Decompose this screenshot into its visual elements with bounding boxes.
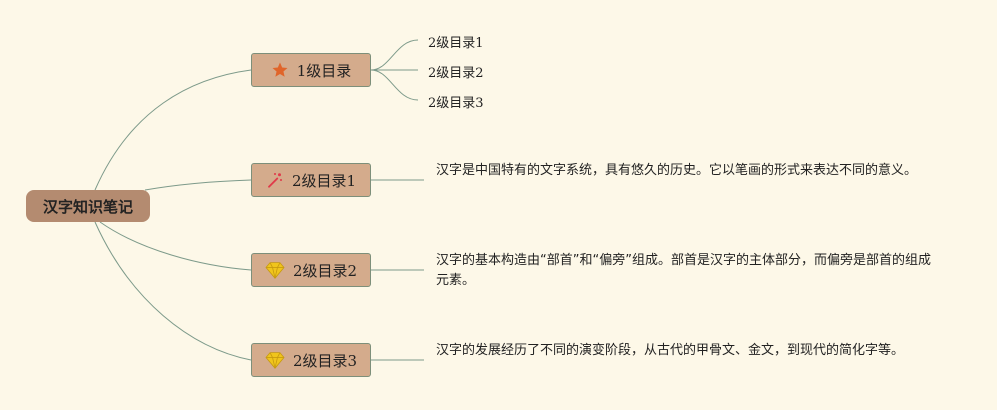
star-icon	[272, 62, 288, 77]
topic-4-label: 2级目录3	[292, 351, 358, 370]
connector-root-topic-1	[94, 69, 252, 191]
topic-3-label: 2级目录2	[292, 261, 358, 280]
diamond-icon	[265, 352, 285, 369]
subtopic-3[interactable]: 2级目录3	[428, 96, 484, 111]
topic-2[interactable]: 2级目录1	[251, 163, 371, 197]
note-topic-2: 汉字是中国特有的文字系统，具有悠久的历史。它以笔画的形式来表达不同的意义。	[436, 163, 918, 178]
topic-2-label: 2级目录1	[291, 171, 357, 190]
topic-1-label: 1级目录	[296, 61, 352, 80]
connector-topic-1-sub-3	[370, 69, 419, 101]
root-topic-label: 汉字知识笔记	[42, 197, 133, 216]
note-topic-4: 汉字的发展经历了不同的演变阶段，从古代的甲骨文、金文，到现代的简化字等。	[436, 343, 905, 358]
connector-root-topic-3	[99, 221, 252, 271]
topic-4[interactable]: 2级目录3	[251, 343, 371, 377]
connector-root-topic-2	[144, 179, 252, 191]
subtopic-1[interactable]: 2级目录1	[428, 36, 484, 51]
connector-topic-1-sub-1	[370, 39, 419, 71]
connector-root-topic-4	[94, 221, 252, 361]
topic-3[interactable]: 2级目录2	[251, 253, 371, 287]
diamond-icon	[265, 262, 285, 279]
sparkle-icon	[268, 172, 283, 188]
topic-1[interactable]: 1级目录	[251, 53, 371, 87]
root-topic[interactable]: 汉字知识笔记	[26, 190, 150, 222]
subtopic-2[interactable]: 2级目录2	[428, 66, 484, 81]
note-topic-3: 汉字的基本构造由“部首”和“偏旁”组成。部首是汉字的主体部分，而偏旁是部首的组成…	[436, 253, 931, 288]
